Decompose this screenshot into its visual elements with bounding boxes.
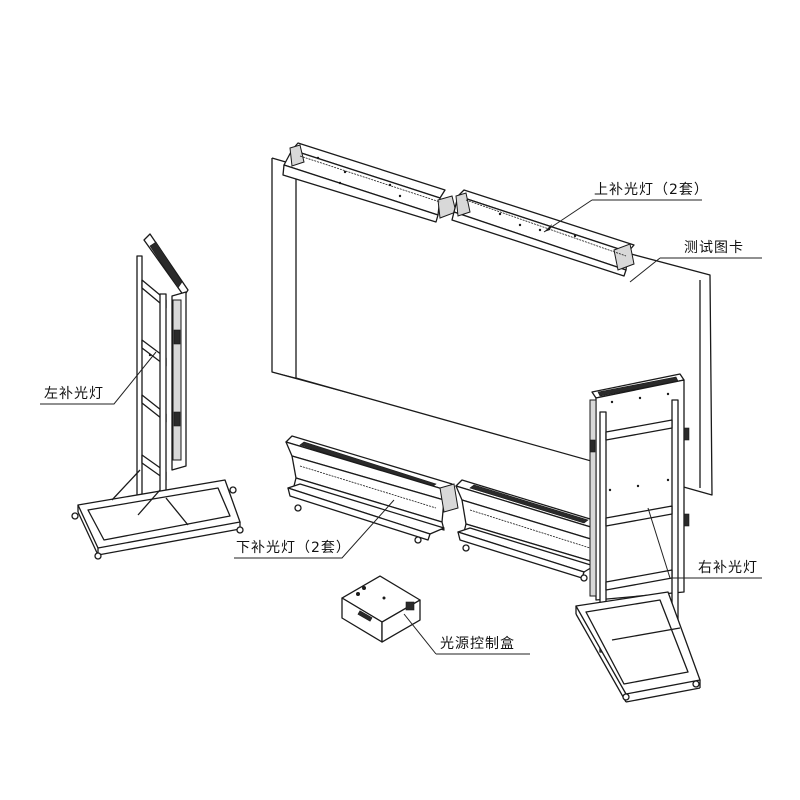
label-bottom-lights: 下补光灯（2套）	[236, 540, 351, 556]
label-left-light: 左补光灯	[44, 386, 104, 402]
label-test-chart: 测试图卡	[684, 240, 744, 256]
left-light-stand	[71, 233, 244, 560]
bottom-light-2	[455, 479, 601, 582]
label-control-box: 光源控制盒	[440, 636, 515, 652]
label-right-light: 右补光灯	[698, 560, 758, 576]
right-light-stand	[575, 373, 701, 703]
top-light-1	[282, 142, 457, 223]
leader-lines	[40, 199, 762, 655]
control-box	[341, 575, 421, 643]
top-light-2	[451, 189, 635, 277]
bottom-light-1	[285, 435, 459, 544]
label-top-lights: 上补光灯（2套）	[594, 182, 709, 198]
